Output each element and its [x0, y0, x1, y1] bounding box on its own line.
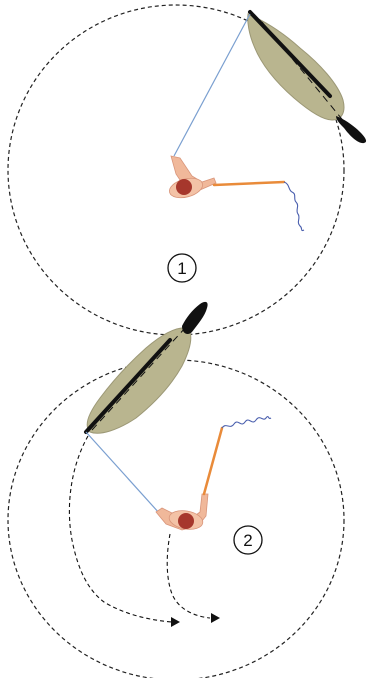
- whip-stick: [212, 180, 286, 187]
- horse-tail-icon: [248, 10, 332, 98]
- handler-hair-icon: [178, 513, 194, 529]
- horse-icon: [84, 301, 208, 434]
- arrowhead-icon: [171, 617, 180, 627]
- handler-hair-icon: [176, 179, 192, 195]
- scene-1: 1: [7, 4, 367, 336]
- step-number-1: 1: [177, 259, 186, 278]
- handler-icon: [155, 493, 209, 531]
- horse-head-icon: [336, 116, 367, 144]
- step-badge-1: 1: [167, 253, 197, 283]
- horse-icon: [247, 10, 367, 144]
- lunge-line-1: [173, 13, 251, 157]
- scene-2: 2: [7, 301, 345, 678]
- movement-paths: [68, 435, 220, 627]
- whip-lash: [221, 416, 272, 429]
- horse-tail-icon: [84, 338, 172, 434]
- horse-body: [247, 13, 345, 121]
- whip-lash: [283, 181, 305, 232]
- whip-stick: [202, 426, 224, 496]
- movement-path-inner: [166, 533, 211, 619]
- horse-spine-line: [91, 315, 197, 431]
- horse-head-icon: [182, 301, 208, 334]
- step-number-2: 2: [243, 531, 252, 550]
- whip-icon: [202, 416, 272, 496]
- whip-icon: [212, 180, 305, 232]
- horse-spine-line: [261, 21, 347, 125]
- arrowhead-icon: [211, 613, 220, 623]
- lunge-line-2: [85, 431, 161, 515]
- step-badge-2: 2: [233, 525, 263, 555]
- horse-body: [86, 327, 192, 434]
- movement-path-outer: [68, 435, 173, 623]
- handler-icon: [169, 155, 217, 199]
